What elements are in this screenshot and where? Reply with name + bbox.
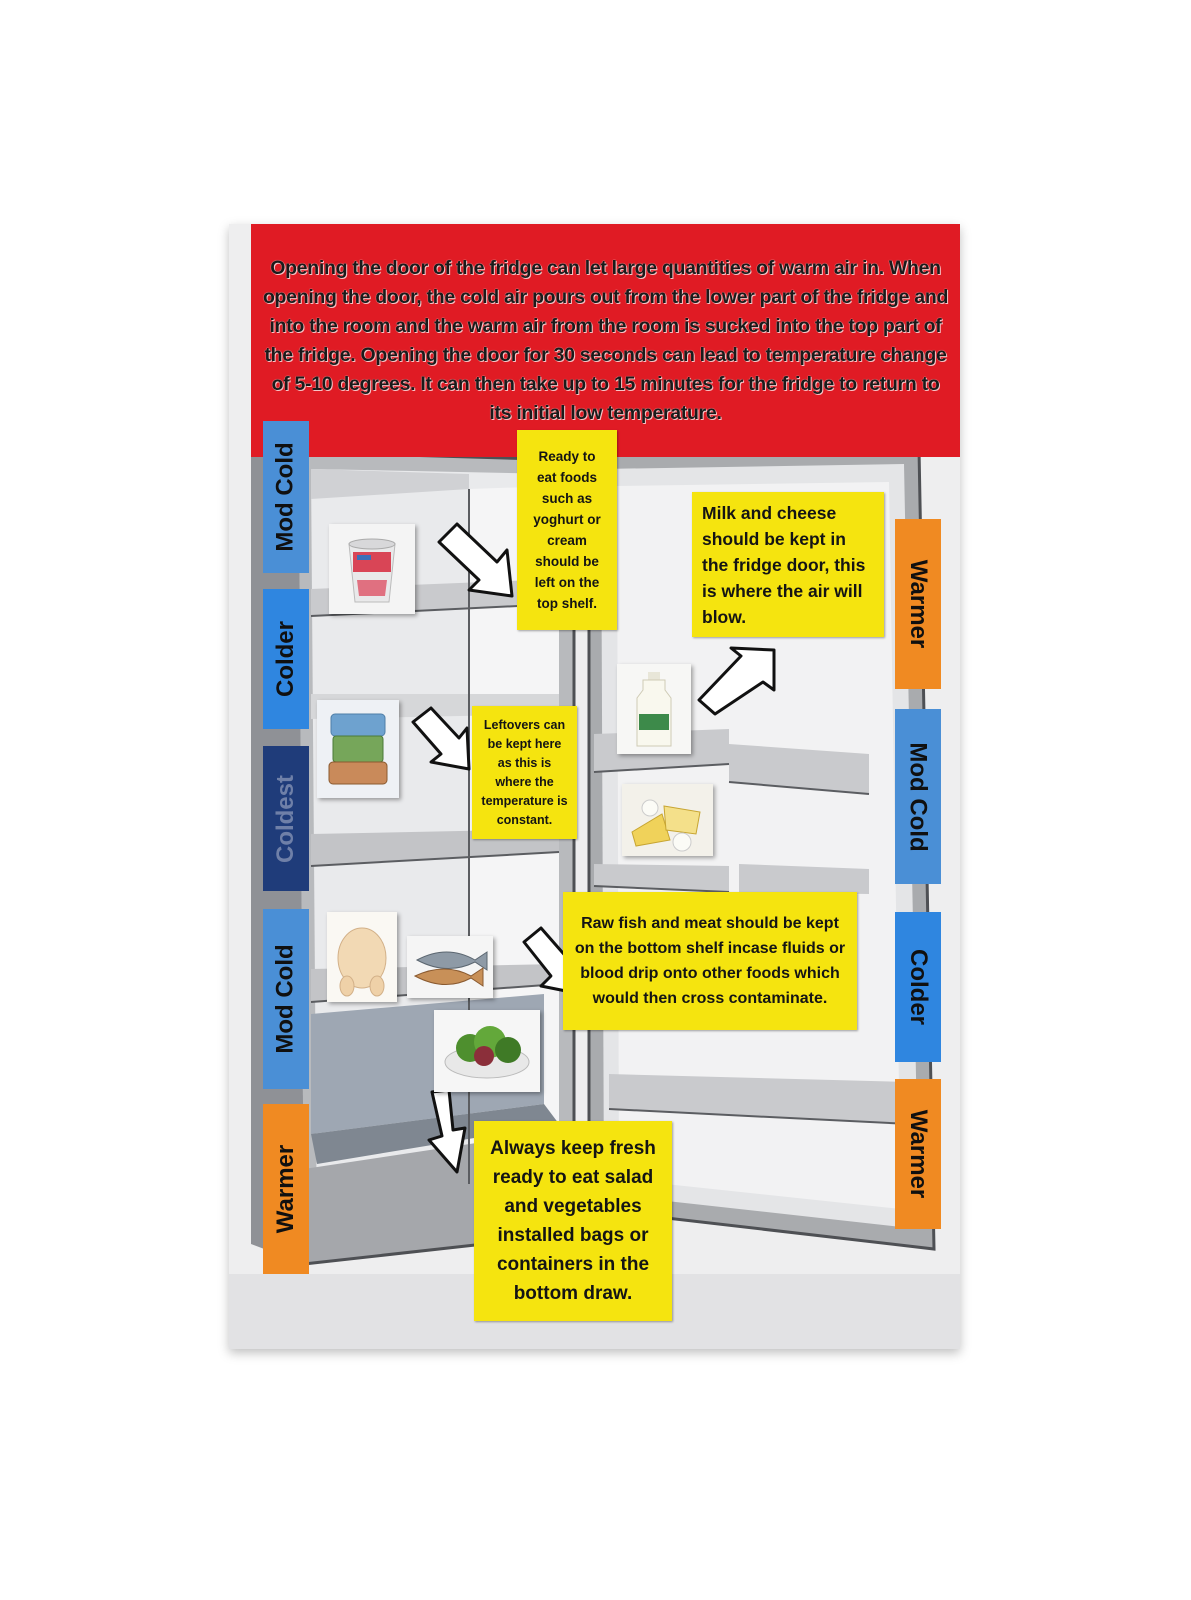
fish-icon <box>407 936 493 998</box>
zone-label: Mod Cold <box>272 442 299 552</box>
note-text: Ready to eat foods such as yoghurt or cr… <box>533 449 601 611</box>
note-text: Leftovers can be kept here as this is wh… <box>481 717 568 827</box>
right-zone-warmer-bottom: Warmer <box>895 1079 941 1229</box>
right-zone-warmer-top: Warmer <box>895 519 941 689</box>
note-door: Milk and cheese should be kept in the fr… <box>692 492 884 637</box>
note-raw-meat: Raw fish and meat should be kept on the … <box>563 892 857 1030</box>
right-zone-colder: Colder <box>895 912 941 1062</box>
zone-label: Warmer <box>905 1109 933 1199</box>
left-zone-warmer: Warmer <box>263 1104 309 1274</box>
note-salad: Always keep fresh ready to eat salad and… <box>474 1121 672 1321</box>
note-top-shelf: Ready to eat foods such as yoghurt or cr… <box>517 430 617 630</box>
zone-label: Mod Cold <box>272 944 299 1054</box>
zone-label: Warmer <box>272 1144 300 1234</box>
left-zone-mod-cold-top: Mod Cold <box>263 421 309 573</box>
leftovers-photo <box>317 700 399 798</box>
leftovers-container-icon <box>317 700 399 798</box>
left-zone-colder: Colder <box>263 589 309 729</box>
note-text: Milk and cheese should be kept in the fr… <box>702 502 866 627</box>
salad-photo <box>434 1010 540 1092</box>
left-zone-mod-cold-bottom: Mod Cold <box>263 909 309 1089</box>
note-text: Always keep fresh ready to eat salad and… <box>490 1138 656 1304</box>
zone-label: Mod Cold <box>905 741 932 852</box>
note-leftovers: Leftovers can be kept here as this is wh… <box>472 706 577 839</box>
cheese-photo <box>622 784 713 856</box>
yoghurt-photo <box>329 524 415 614</box>
zone-label: Warmer <box>905 559 933 649</box>
milk-bottle-icon <box>617 664 691 754</box>
right-zone-mod-cold: Mod Cold <box>895 709 941 884</box>
yoghurt-icon <box>329 524 415 614</box>
salad-icon <box>434 1010 540 1092</box>
zone-label: Colder <box>905 948 933 1026</box>
chicken-photo <box>327 912 397 1002</box>
banner-text: Opening the door of the fridge can let l… <box>262 256 949 424</box>
fish-photo <box>407 936 493 998</box>
zone-label: Colder <box>272 620 300 698</box>
note-text: Raw fish and meat should be kept on the … <box>574 915 846 1007</box>
cheese-icon <box>622 784 713 856</box>
warning-banner: Opening the door of the fridge can let l… <box>251 224 960 457</box>
zone-label: Coldest <box>272 774 300 863</box>
milk-photo <box>617 664 691 754</box>
left-zone-coldest: Coldest <box>263 746 309 891</box>
chicken-icon <box>327 912 397 1002</box>
fridge-poster: Opening the door of the fridge can let l… <box>229 224 960 1349</box>
